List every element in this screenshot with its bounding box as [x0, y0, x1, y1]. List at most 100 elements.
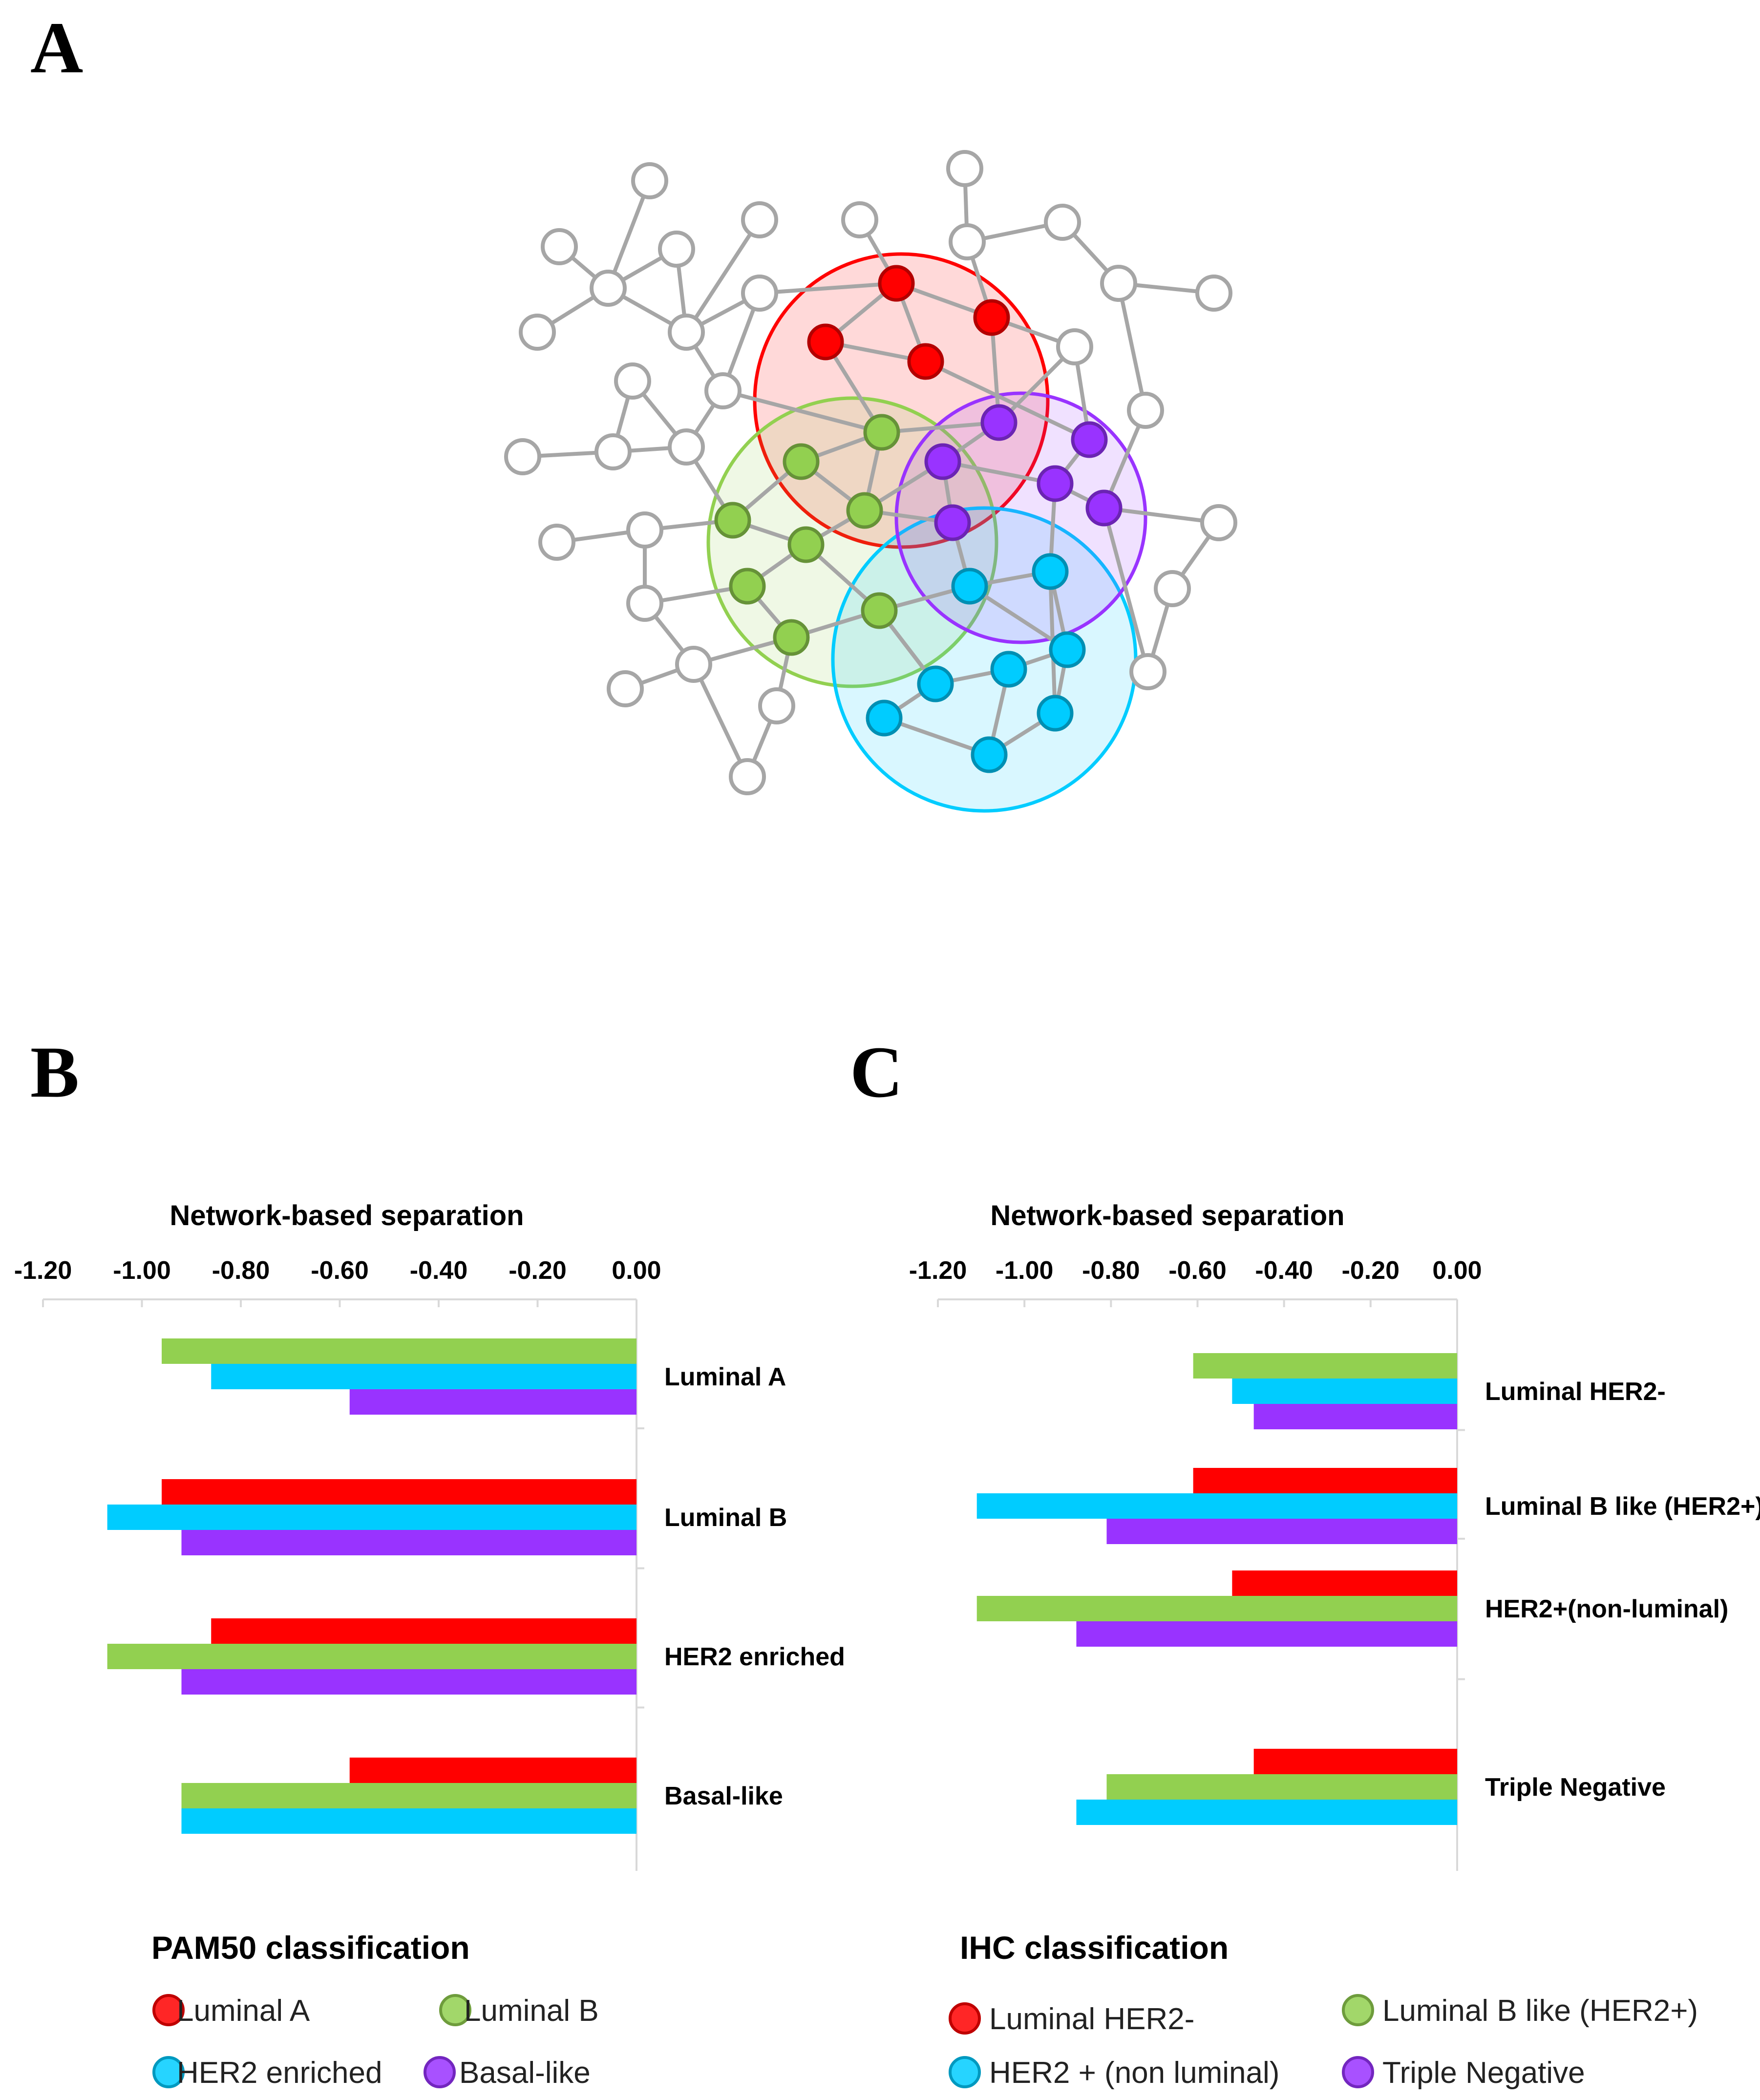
x-tick-label: -1.00	[113, 1256, 171, 1285]
network-edge	[942, 460, 1056, 486]
network-nodes	[504, 150, 1237, 795]
legend-label: HER2 + (non luminal)	[989, 2056, 1279, 2090]
network-node	[907, 343, 944, 380]
network-node	[773, 619, 810, 656]
category-label: Luminal HER2-	[1485, 1378, 1666, 1406]
network-node	[1071, 421, 1108, 458]
legend-label: Luminal B like (HER2+)	[1382, 1994, 1698, 2028]
legend-marker-her2-non-luminal	[949, 2056, 981, 2088]
legend-label: Basal-like	[459, 2056, 591, 2090]
bar-luminal-b-like-her2-	[976, 1596, 1457, 1621]
network-node	[841, 201, 878, 238]
bar-her2-non-luminal-	[1232, 1379, 1457, 1404]
network-node	[1037, 465, 1074, 502]
network-node	[741, 201, 778, 238]
x-axis-title: Network-based separation	[170, 1200, 524, 1231]
network-edge	[883, 716, 990, 757]
network-node	[594, 433, 632, 470]
network-edge	[692, 663, 749, 778]
x-tick-label: 0.00	[612, 1256, 661, 1285]
bar-triple-negative	[1076, 1621, 1457, 1647]
network-edge	[1117, 283, 1147, 411]
legend-label: Luminal B	[464, 1994, 599, 2028]
category-labels: Luminal A Luminal B HER2 enriched Basal-…	[664, 1363, 845, 1810]
x-tick-label: -1.20	[909, 1256, 967, 1285]
x-tick-label: -1.20	[14, 1256, 72, 1285]
network-edge	[759, 281, 897, 295]
network-edge	[1103, 506, 1219, 525]
x-tick-labels: -1.20 -1.00 -0.80 -0.60 -0.40 -0.20 0.00	[909, 1256, 1482, 1285]
network-node	[1127, 392, 1164, 429]
network-node	[946, 150, 983, 187]
network-node	[971, 736, 1008, 773]
bar-triple-negative	[1106, 1519, 1457, 1544]
network-node	[973, 299, 1010, 336]
network-node	[1037, 695, 1074, 732]
network-edge	[684, 218, 762, 334]
panel-label-c: C	[850, 1032, 903, 1113]
network-node	[1195, 275, 1232, 312]
network-node	[541, 228, 578, 265]
network-node	[878, 265, 915, 302]
bar-luminal-b-like-her2-	[1106, 1774, 1457, 1800]
legend-marker-triple-negative	[1342, 2056, 1374, 2088]
bar-her2-non-luminal-	[1076, 1800, 1457, 1825]
bar-luminal-b	[162, 1338, 636, 1364]
category-labels: Luminal HER2- Luminal B like (HER2+) HER…	[1485, 1378, 1760, 1802]
bar-basal-like	[349, 1389, 636, 1415]
network-node	[866, 700, 903, 737]
network-node	[924, 443, 961, 480]
panel-label-b: B	[30, 1032, 79, 1113]
legend-title: PAM50 classification	[151, 1930, 470, 1966]
x-tick-label: -0.60	[1168, 1256, 1227, 1285]
bar-her2-enriched	[211, 1364, 636, 1389]
network-node	[980, 404, 1018, 441]
legend-marker-luminal-b-like	[1342, 1994, 1374, 2026]
network-node	[729, 568, 766, 605]
category-label: Triple Negative	[1485, 1773, 1666, 1802]
network-node	[1129, 653, 1166, 690]
chart-ihc: Network-based separation -1.20 -1.00 -0.…	[909, 1200, 1760, 2090]
cluster-halo	[706, 396, 998, 688]
network-edge	[1102, 507, 1150, 673]
x-tick-label: -0.40	[1255, 1256, 1313, 1285]
network-node	[538, 524, 575, 561]
x-tick-label: -0.20	[1342, 1256, 1400, 1285]
x-tick-label: 0.00	[1432, 1256, 1482, 1285]
x-tick-label: -0.80	[212, 1256, 270, 1285]
network-node	[863, 414, 900, 451]
network-node	[934, 504, 971, 541]
bar-basal-like	[181, 1669, 636, 1695]
network-node	[504, 438, 541, 475]
network-node	[626, 585, 663, 622]
network-node	[846, 492, 883, 529]
legend: IHC classification Luminal HER2- Luminal…	[949, 1930, 1698, 2090]
bar-luminal-her2-	[1232, 1570, 1457, 1596]
bar-luminal-a	[162, 1479, 636, 1505]
network-node	[1044, 204, 1081, 241]
bar-luminal-a	[211, 1618, 636, 1644]
network-node	[1085, 489, 1123, 527]
category-label: Luminal A	[664, 1363, 786, 1391]
network-node	[1154, 570, 1191, 607]
bar-her2-enriched	[107, 1505, 636, 1530]
legend: PAM50 classification Luminal A Luminal B…	[151, 1930, 599, 2090]
category-label: Luminal B	[664, 1504, 787, 1532]
legend-label: HER2 enriched	[177, 2056, 382, 2090]
x-tick-label: -0.80	[1082, 1256, 1140, 1285]
bar-her2-non-luminal-	[976, 1493, 1457, 1519]
category-label: Luminal B like (HER2+)	[1485, 1492, 1760, 1521]
network-node	[704, 372, 742, 409]
network-edge	[881, 421, 999, 434]
x-tick-labels: -1.20 -1.00 -0.80 -0.60 -0.40 -0.20 0.00	[14, 1256, 661, 1285]
bar-luminal-b	[107, 1644, 636, 1669]
network-node	[861, 592, 898, 629]
network-node	[631, 162, 668, 199]
chart-pam50: Network-based separation -1.20 -1.00 -0.…	[14, 1200, 845, 2090]
network-node	[590, 270, 627, 307]
network-node	[614, 362, 651, 400]
legend-marker-luminal-a	[152, 1994, 185, 2026]
bar-luminal-b-like-her2-	[1193, 1353, 1457, 1379]
network-node	[607, 670, 644, 707]
network-node	[1200, 504, 1237, 541]
